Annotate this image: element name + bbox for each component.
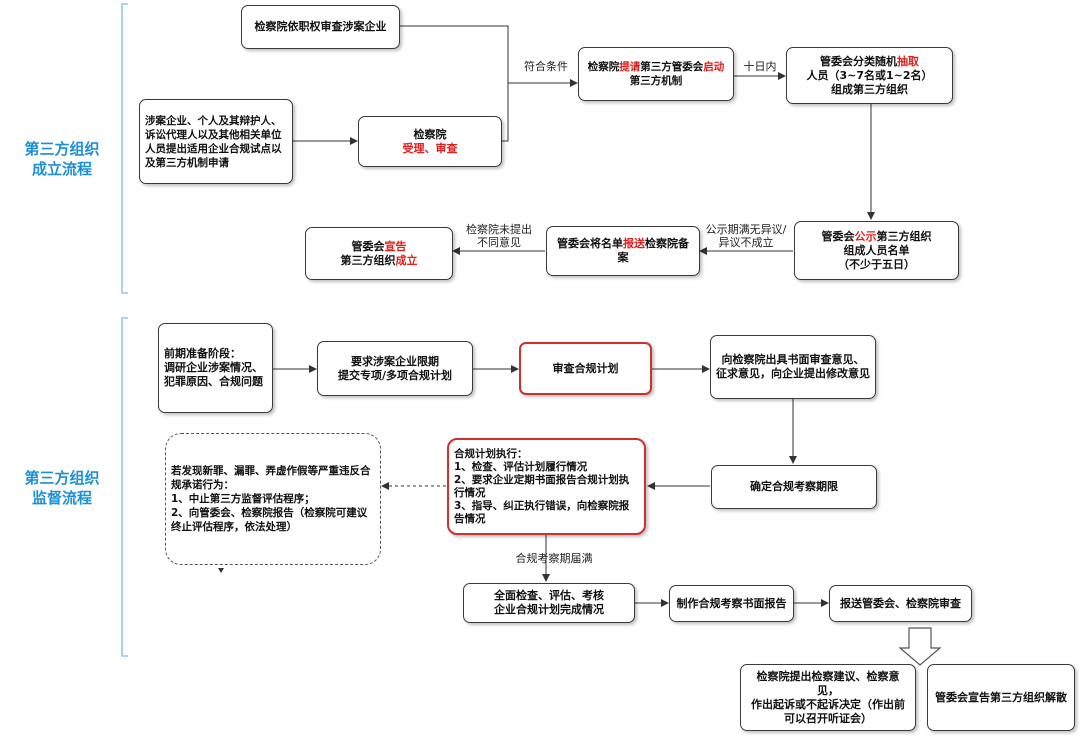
node-procuratorate-decision: 检察院提出检察建议、检察意见， 作出起诉或不起诉决定（作出前 可以召开听证会）: [740, 664, 916, 731]
node-review-plan: 审查合规计划: [519, 342, 652, 395]
node-announce-established: 管委会宣告 第三方组织成立: [305, 227, 453, 280]
section-title-supervise: 第三方组织 监督流程: [24, 469, 100, 507]
section-title-establish: 第三方组织 成立流程: [24, 140, 100, 178]
edge-review-to-merge: [400, 25, 509, 83]
edge-label-meets: 符合条件: [524, 60, 568, 73]
edge-label-no-objection: 公示期满无异议/ 异议不成立: [705, 223, 787, 249]
node-accept: 检察院 受理、审查: [358, 116, 502, 167]
node-confirm-period: 确定合规考察期限: [711, 465, 877, 509]
outcome-down-arrow: [898, 627, 942, 666]
node-full-check: 全面检查、评估、考核 企业合规计划完成情况: [463, 583, 635, 623]
node-violation: 若发现新罪、漏罪、弄虚作假等严重违反合规承诺行为： 1、中止第三方监督评估程序；…: [165, 433, 381, 565]
edge-accept-to-merge: [502, 83, 509, 142]
section-bracket-establish: [121, 3, 128, 294]
node-dissolve: 管委会宣告第三方组织解散: [927, 664, 1075, 731]
node-report-record: 管委会将名单报送检察院备案: [546, 226, 700, 276]
edge-label-period-end: 合规考察期届满: [515, 552, 593, 565]
section-bracket-supervise: [121, 317, 128, 657]
node-application: 涉案企业、个人及其辩护人、诉讼代理人以及其他相关单位人员提出适用企业合规试点以及…: [139, 99, 293, 184]
node-random-select: 管委会分类随机抽取 人员（3~7名或1~2名） 组成第三方组织: [786, 47, 953, 104]
edge-label-ten-days: 十日内: [743, 60, 777, 73]
node-opinion: 向检察院出具书面审查意见、 征求意见，向企业提出修改意见: [710, 335, 876, 399]
node-propose: 检察院提请第三方管委会启动 第三方机制: [578, 47, 734, 101]
node-publicize: 管委会公示第三方组织 组成人员名单 （不少于五日）: [794, 221, 959, 280]
violation-tail-marker: [218, 568, 224, 573]
node-submit-review: 报送管委会、检察院审查: [829, 585, 972, 622]
edge-label-no-dissent: 检察院未提出 不同意见: [466, 223, 532, 249]
node-procuratorate-review: 检察院依职权审查涉案企业: [241, 5, 400, 49]
node-require-plan: 要求涉案企业限期 提交专项/多项合规计划: [317, 341, 473, 396]
node-execute: 合规计划执行： 1、检查、评估计划履行情况 2、要求企业定期书面报告合规计划执行…: [447, 438, 646, 535]
node-make-report: 制作合规考察书面报告: [669, 585, 794, 622]
node-prep: 前期准备阶段： 调研企业涉案情况、 犯罪原因、合规问题: [158, 323, 273, 413]
